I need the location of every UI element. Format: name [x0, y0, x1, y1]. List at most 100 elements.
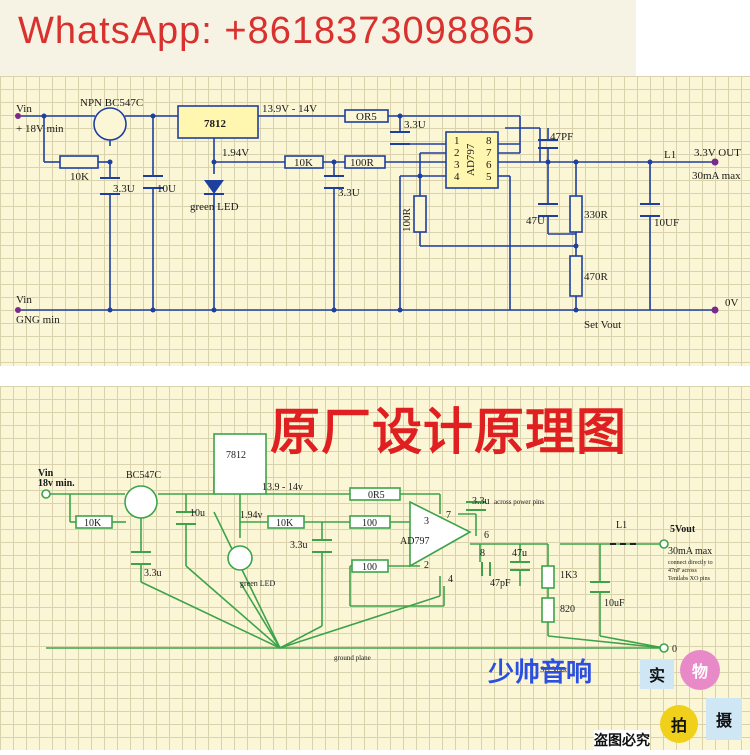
label-across: across power pins	[494, 498, 544, 506]
chip-ad797	[445, 131, 499, 189]
watermark-header: WhatsApp: +8618373098865	[0, 0, 636, 76]
label-v139: 13.9V - 14V	[262, 103, 317, 115]
label-led-2: green LED	[240, 579, 276, 588]
label-c33u-c2: 3.3u	[472, 496, 490, 507]
label-c33u-a2: 3.3u	[144, 568, 162, 579]
capacitors-top	[100, 131, 660, 217]
schematic-bottom-grid: Vin 18v min. BC547C 10K 3.3u 10u 7812 13…	[0, 386, 750, 750]
pin2-3: 3	[424, 516, 429, 527]
label-l1-2: L1	[616, 520, 627, 531]
label-ma-2: 30mA max	[668, 546, 712, 557]
pin-3: 3	[454, 159, 460, 171]
led-symbol-2	[227, 545, 253, 571]
junctions-top	[41, 113, 653, 313]
label-47pf: 47PF	[550, 131, 573, 143]
label-or5: OR5	[356, 111, 377, 123]
label-vin-2: Vin	[38, 468, 54, 479]
pin-5: 5	[486, 171, 492, 183]
label-100-a: 100	[362, 518, 377, 529]
pin2-2: 2	[424, 560, 429, 571]
transistor-symbol	[93, 107, 127, 141]
pin2-4: 4	[448, 574, 453, 585]
opamp-symbol	[409, 500, 472, 568]
resistor-100-a	[349, 515, 391, 529]
label-note1: connect directly to	[668, 560, 713, 566]
label-5vout: 5Vout	[670, 524, 696, 535]
resistor-10k-a2	[75, 515, 113, 529]
badge-shi: 实	[640, 659, 674, 689]
pin-7: 7	[486, 147, 492, 159]
label-v-2: 13.9 - 14v	[262, 482, 303, 493]
label-setv: Set Vout	[584, 319, 621, 331]
pin2-6: 6	[484, 530, 489, 541]
warning-text: 盗图必究	[594, 730, 650, 750]
wires-top	[18, 115, 715, 311]
label-zero-2: 0	[672, 644, 677, 655]
label-18v: + 18V min	[16, 123, 64, 135]
resistor-0r5	[349, 487, 401, 501]
schematic-bottom-panel: Vin 18v min. BC547C 10K 3.3u 10u 7812 13…	[0, 366, 750, 750]
label-c10u: 10u	[190, 508, 205, 519]
label-c10u-a: 10U	[157, 183, 176, 195]
label-10uf: 10UF	[654, 217, 679, 229]
label-1k3: 1K3	[560, 570, 577, 581]
resistor-100r-b	[413, 195, 427, 233]
label-100r-b: 100R	[401, 208, 413, 233]
label-10k-b2: 10K	[276, 518, 294, 529]
labels-bottom: Vin 18v min. BC547C 10K 3.3u 10u 7812 13…	[38, 450, 713, 674]
label-v194: 1.94V	[222, 147, 249, 159]
page-title: 原厂设计原理图	[270, 403, 627, 461]
label-l1: L1	[664, 149, 676, 161]
led-symbol	[204, 180, 224, 194]
label-0r5: 0R5	[368, 490, 385, 501]
badge-she: 摄	[706, 698, 742, 740]
label-vin-bot: Vin	[16, 294, 32, 306]
regulator-7812-2	[213, 433, 267, 495]
terminals-top	[15, 113, 719, 314]
label-c33u-b2: 3.3u	[290, 540, 308, 551]
pin-1: 1	[454, 135, 460, 147]
label-setv-2: Set Vout	[540, 665, 568, 674]
contact-text: WhatsApp: +8618373098865	[18, 10, 536, 52]
label-10uf-2: 10uF	[604, 598, 625, 609]
resistor-10k-b2	[267, 515, 305, 529]
pin2-8: 8	[480, 548, 485, 559]
label-led: green LED	[190, 201, 239, 213]
label-47u: 47U	[526, 215, 545, 227]
label-0v: 0V	[725, 297, 739, 309]
label-10k-a: 10K	[70, 171, 89, 183]
label-330r: 330R	[584, 209, 609, 221]
transistor-symbol-2	[124, 485, 158, 519]
label-47u-2: 47u	[512, 548, 527, 559]
resistor-1k3	[541, 565, 555, 589]
resistor-10k-b	[284, 155, 324, 169]
pin-4: 4	[454, 171, 460, 183]
label-ma: 30mA max	[692, 170, 741, 182]
resistor-820	[541, 597, 555, 623]
capacitors-bottom	[131, 501, 610, 593]
badge-pai: 拍	[660, 705, 698, 743]
label-100-b: 100	[362, 562, 377, 573]
badge-wu: 物	[680, 650, 720, 690]
label-820: 820	[560, 604, 575, 615]
label-ad797-2: AD797	[400, 536, 429, 547]
label-bc: BC547C	[126, 470, 161, 481]
pin-8: 8	[486, 135, 492, 147]
label-reg: 7812	[204, 118, 227, 130]
label-ground: ground plane	[334, 654, 371, 662]
label-out: 3.3V OUT	[694, 147, 741, 159]
label-gng: GNG min	[16, 314, 60, 326]
label-note3: Tentlabs XO pins	[668, 576, 711, 582]
label-194-2: 1.94v	[240, 510, 263, 521]
label-18v-2: 18v min.	[38, 478, 75, 489]
resistor-100-b	[351, 559, 389, 573]
label-c33u-c: 3.3U	[404, 119, 426, 131]
resistor-10k-a	[59, 155, 99, 169]
pin-2: 2	[454, 147, 460, 159]
label-c33u-a: 3.3U	[113, 183, 135, 195]
brand-text: 少帅音响	[488, 658, 593, 688]
regulator-7812	[177, 105, 259, 139]
schematic-top-panel: Vin + 18V min NPN BC547C 10K 3.3U 10U 78…	[0, 76, 750, 366]
label-npn: NPN BC547C	[80, 97, 143, 109]
components-top	[59, 105, 583, 297]
